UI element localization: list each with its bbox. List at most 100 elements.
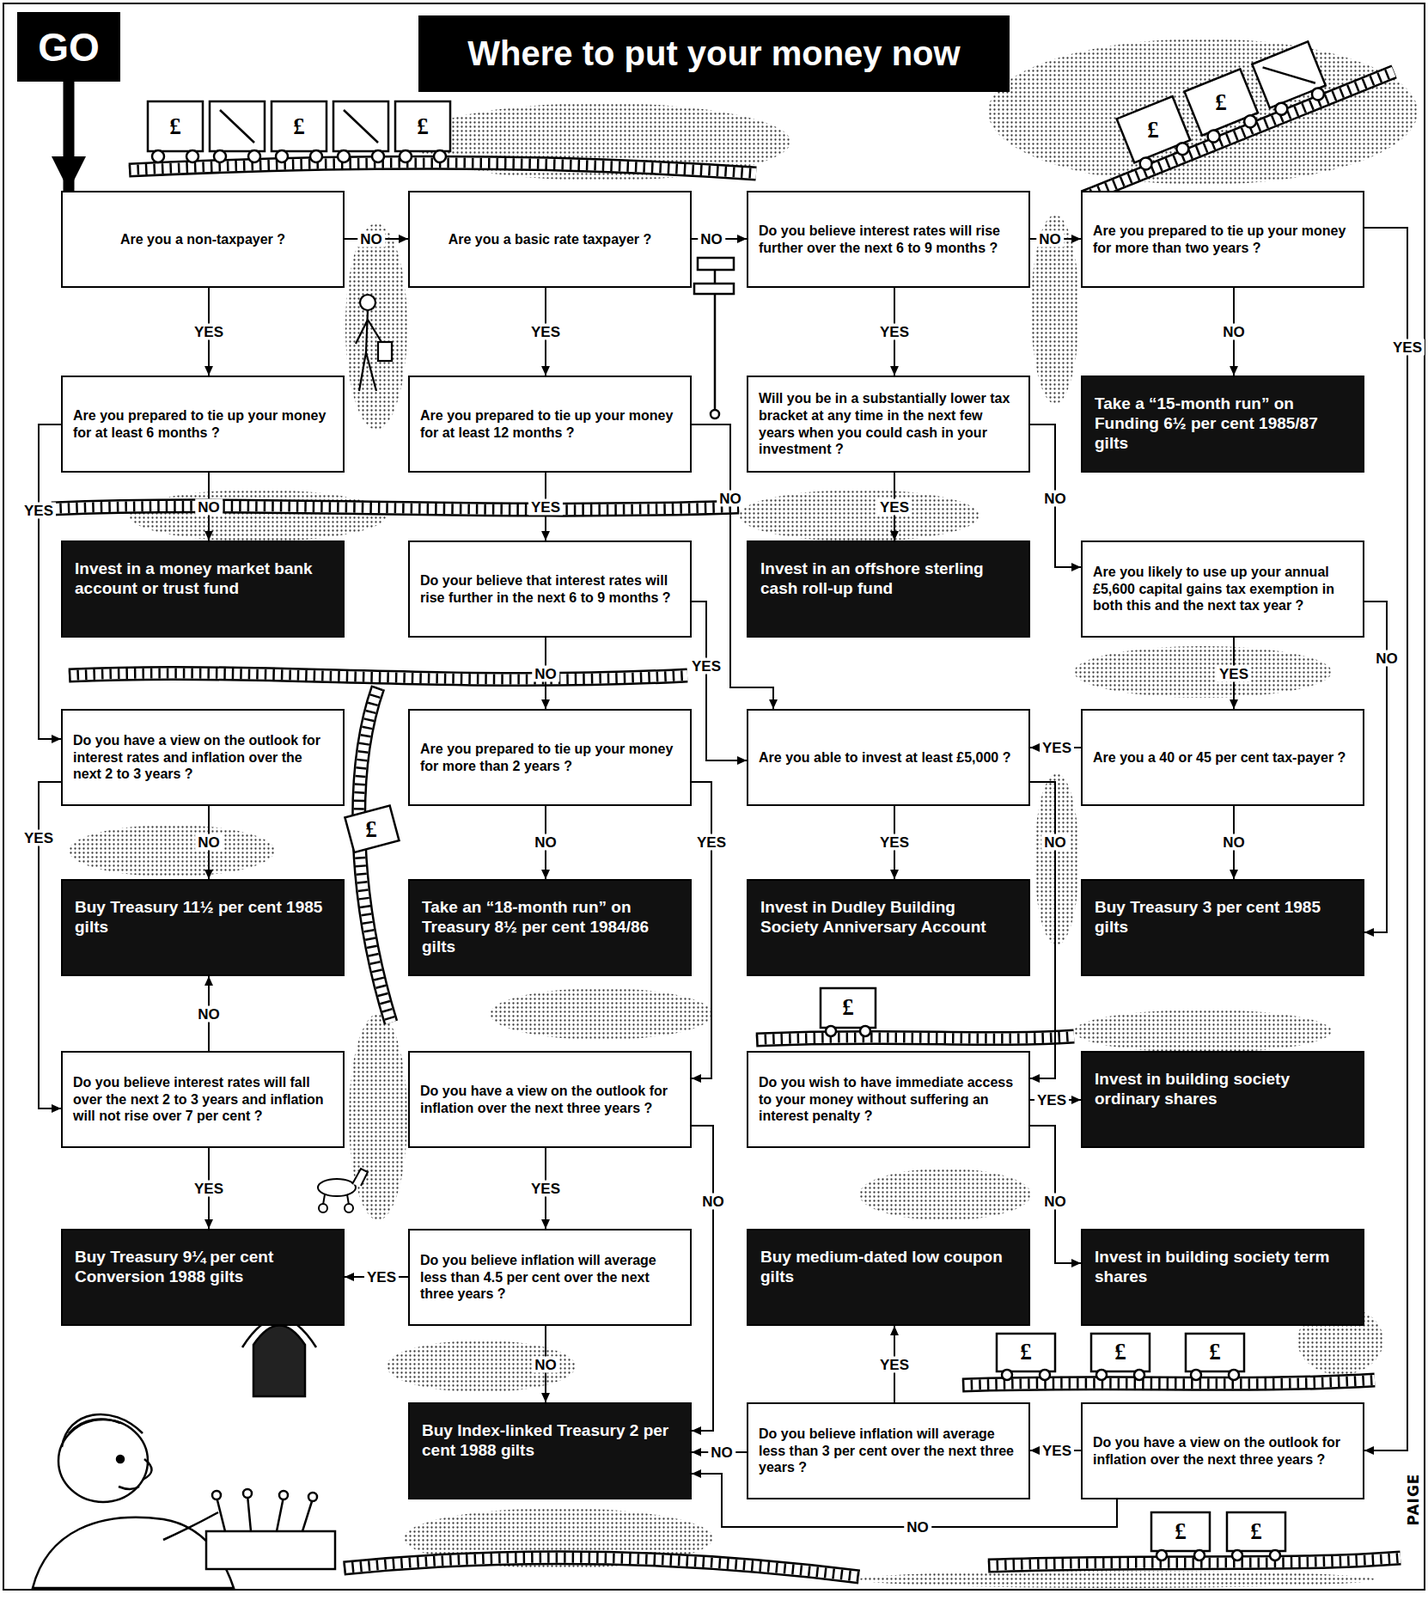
box-text: Take an “18-month run” on Treasury 8½ pe… bbox=[421, 897, 678, 957]
box-text: Do you have a view on the outlook for in… bbox=[420, 1082, 680, 1117]
box-text: Buy Treasury 3 per cent 1985 gilts bbox=[1094, 897, 1351, 938]
box-text: Invest in a money market bank account or… bbox=[74, 559, 331, 599]
answer-label: NO bbox=[195, 834, 223, 851]
answer-box: Buy Treasury 11½ per cent 1985 gilts bbox=[61, 878, 345, 977]
answer-box: Buy Treasury 3 per cent 1985 gilts bbox=[1080, 878, 1365, 977]
answer-label: YES bbox=[528, 1180, 563, 1197]
answer-label: NO bbox=[531, 665, 560, 683]
box-text: Do you wish to have immediate access to … bbox=[758, 1074, 1019, 1125]
pound-sign: £ bbox=[169, 115, 182, 139]
answer-label: NO bbox=[357, 231, 385, 248]
pound-sign: £ bbox=[1019, 1340, 1032, 1364]
answer-label: YES bbox=[877, 323, 912, 341]
title-band: Where to put your money now bbox=[418, 15, 1010, 92]
box-text: Are you a 40 or 45 per cent tax-payer ? bbox=[1092, 749, 1353, 767]
connector bbox=[1030, 781, 1056, 1079]
answer-box: Invest in a money market bank account or… bbox=[61, 540, 345, 638]
connector bbox=[38, 424, 62, 739]
answer-label: NO bbox=[195, 499, 223, 516]
box-text: Do you have a view on the outlook for in… bbox=[73, 732, 333, 783]
answer-label: NO bbox=[707, 1444, 736, 1461]
pound-sign: £ bbox=[1114, 1340, 1127, 1364]
box-text: Buy Treasury 11½ per cent 1985 gilts bbox=[74, 897, 331, 938]
answer-box: Take an “18-month run” on Treasury 8½ pe… bbox=[408, 878, 692, 977]
answer-box: Invest in Dudley Building Society Annive… bbox=[746, 878, 1031, 977]
signalman-figure bbox=[32, 1318, 336, 1588]
answer-label: NO bbox=[531, 1356, 560, 1374]
railway-tracks bbox=[51, 71, 1401, 1577]
box-text: Invest in an offshore sterling cash roll… bbox=[760, 559, 1017, 599]
question-box: Do you believe inflation will average le… bbox=[746, 1402, 1031, 1500]
standing-man bbox=[355, 294, 392, 391]
answer-label: YES bbox=[877, 499, 912, 516]
answer-label: YES bbox=[1390, 339, 1425, 356]
box-text: Do you believe interest rates will rise … bbox=[758, 222, 1019, 257]
answer-label: NO bbox=[699, 1193, 727, 1210]
question-box: Are you a non-taxpayer ? bbox=[61, 190, 345, 288]
answer-label: YES bbox=[364, 1269, 399, 1286]
pound-sign: £ bbox=[1250, 1519, 1263, 1544]
connector bbox=[1030, 424, 1081, 568]
pound-sign: £ bbox=[292, 115, 306, 139]
answer-label: YES bbox=[1216, 665, 1252, 683]
answer-label: YES bbox=[1039, 1442, 1075, 1459]
box-text: Do you believe inflation will average le… bbox=[420, 1251, 680, 1303]
answer-label: NO bbox=[1220, 834, 1248, 851]
answer-label: YES bbox=[1039, 739, 1075, 757]
answer-label: NO bbox=[1041, 834, 1069, 851]
connector bbox=[691, 1125, 714, 1431]
answer-box: Invest in building society term shares bbox=[1080, 1228, 1365, 1326]
pound-sign: £ bbox=[1214, 91, 1227, 115]
artist-signature: PAIGE bbox=[1406, 1473, 1422, 1526]
question-box: Are you a basic rate taxpayer ? bbox=[408, 190, 692, 288]
start-box: GO bbox=[17, 12, 121, 82]
box-text: Are you a non-taxpayer ? bbox=[73, 231, 333, 249]
connector bbox=[691, 601, 747, 761]
pound-sign: £ bbox=[1174, 1519, 1187, 1544]
answer-label: YES bbox=[21, 502, 56, 519]
answer-label: NO bbox=[531, 834, 560, 851]
question-box: Do you have a view on the outlook for in… bbox=[1080, 1402, 1365, 1500]
answer-label: YES bbox=[877, 1356, 912, 1374]
title-text: Where to put your money now bbox=[467, 34, 960, 74]
question-box: Do you have a view on the outlook for in… bbox=[61, 708, 345, 806]
answer-label: YES bbox=[191, 1180, 226, 1197]
toy-horse bbox=[317, 1168, 368, 1213]
pound-sign: £ bbox=[365, 817, 378, 842]
question-box: Do you wish to have immediate access to … bbox=[746, 1050, 1031, 1148]
answer-label: NO bbox=[1041, 1193, 1069, 1210]
box-text: Are you prepared to tie up your money fo… bbox=[73, 407, 333, 441]
question-box: Are you prepared to tie up your money fo… bbox=[408, 375, 692, 473]
box-text: Are you likely to use up your annual £5,… bbox=[1092, 563, 1353, 615]
box-text: Take a “15-month run” on Funding 6½ per … bbox=[1094, 394, 1351, 453]
answer-label: YES bbox=[877, 834, 912, 851]
box-text: Will you be in a substantially lower tax… bbox=[758, 390, 1019, 458]
answer-label: YES bbox=[191, 323, 226, 341]
box-text: Are you a basic rate taxpayer ? bbox=[420, 231, 680, 249]
answer-label: NO bbox=[1041, 490, 1069, 507]
answer-label: NO bbox=[697, 231, 726, 248]
answer-box: Invest in an offshore sterling cash roll… bbox=[746, 540, 1031, 638]
answer-label: YES bbox=[689, 658, 724, 675]
box-text: Do you believe interest rates will fall … bbox=[73, 1074, 333, 1125]
answer-box: Take a “15-month run” on Funding 6½ per … bbox=[1080, 375, 1365, 473]
answer-label: YES bbox=[528, 323, 563, 341]
pound-sign: £ bbox=[1147, 118, 1160, 142]
question-box: Do you believe inflation will average le… bbox=[408, 1228, 692, 1326]
answer-box: Buy Index-linked Treasury 2 per cent 198… bbox=[408, 1402, 692, 1500]
box-text: Buy medium-dated low coupon gilts bbox=[760, 1247, 1017, 1288]
question-box: Are you prepared to tie up your money fo… bbox=[1080, 190, 1365, 288]
answer-label: YES bbox=[528, 499, 563, 516]
question-box: Are you able to invest at least £5,000 ? bbox=[746, 708, 1031, 806]
box-text: Buy Treasury 9¼ per cent Conversion 1988… bbox=[74, 1247, 331, 1288]
answer-label: YES bbox=[1034, 1092, 1069, 1109]
answer-label: NO bbox=[1220, 323, 1248, 341]
answer-label: YES bbox=[21, 829, 56, 847]
question-box: Are you prepared to tie up your money fo… bbox=[408, 708, 692, 806]
question-box: Are you prepared to tie up your money fo… bbox=[61, 375, 345, 473]
question-box: Are you likely to use up your annual £5,… bbox=[1080, 540, 1365, 638]
box-text: Do your believe that interest rates will… bbox=[420, 572, 680, 606]
answer-label: NO bbox=[195, 1006, 223, 1023]
box-text: Buy Index-linked Treasury 2 per cent 198… bbox=[421, 1421, 678, 1461]
